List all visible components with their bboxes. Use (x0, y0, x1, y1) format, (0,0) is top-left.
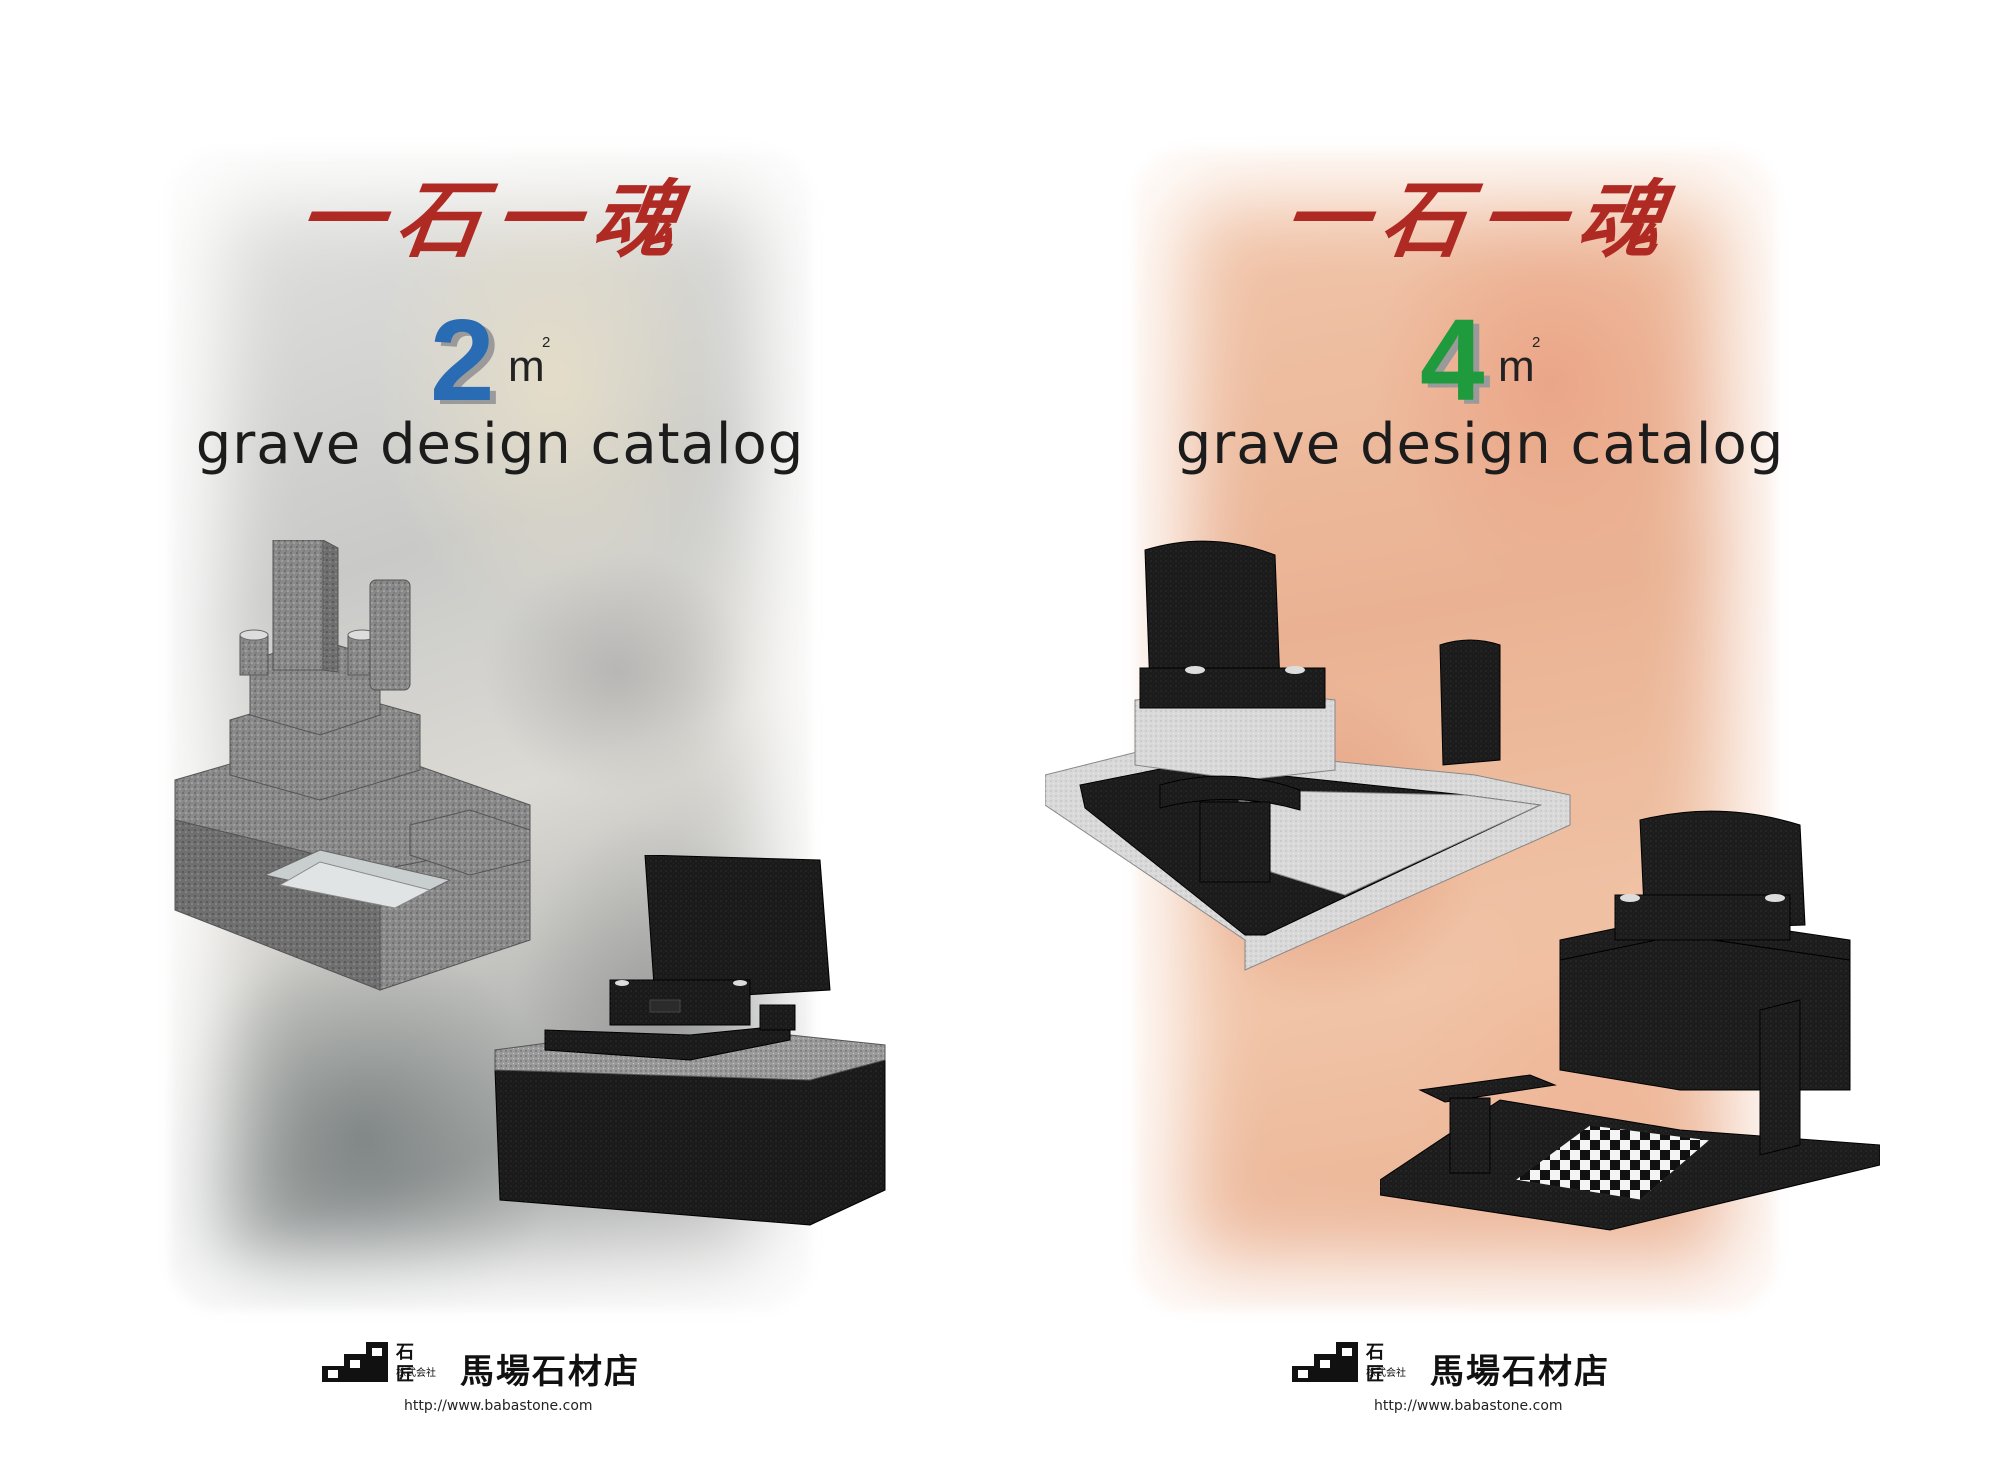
website-url[interactable]: http://www.babastone.com (404, 1398, 593, 1414)
checkered-grave-image (1380, 810, 1880, 1231)
area-number: 2 (430, 295, 494, 425)
brand-company-type: 株式会社 (396, 1368, 436, 1379)
catalog-cover-2m2: 一石一魂 2 m 2 grave design catalog (170, 150, 886, 1414)
area-number: 4 (1420, 295, 1484, 425)
traditional-grave-image (174, 540, 531, 991)
area-unit: m (508, 342, 545, 391)
catalog-subtitle: grave design catalog (195, 412, 805, 477)
plot-grave-image (1045, 540, 1571, 971)
catalog-cover-4m2: 一石一魂 4 m 2 grave design catalog (1000, 0, 2000, 1479)
brand-name: 馬場石材店 (460, 1352, 640, 1392)
brand-company-type: 株式会社 (1366, 1368, 1406, 1379)
modern-black-grave-image (494, 855, 886, 1226)
brand-craft-label: 石匠 (1366, 1342, 1384, 1385)
brand-logo-icon (1292, 1342, 1358, 1382)
calligraphy-title: 一石一魂 (1277, 170, 1684, 269)
catalog-subtitle: grave design catalog (1175, 412, 1785, 477)
area-superscript: 2 (542, 334, 551, 351)
brand-logo-icon (322, 1342, 388, 1382)
brand-craft-label: 石匠 (396, 1342, 414, 1385)
area-superscript: 2 (1532, 334, 1541, 351)
area-unit: m (1498, 342, 1535, 391)
calligraphy-title: 一石一魂 (292, 170, 699, 269)
brand-name: 馬場石材店 (1430, 1352, 1610, 1392)
website-url[interactable]: http://www.babastone.com (1374, 1398, 1563, 1414)
